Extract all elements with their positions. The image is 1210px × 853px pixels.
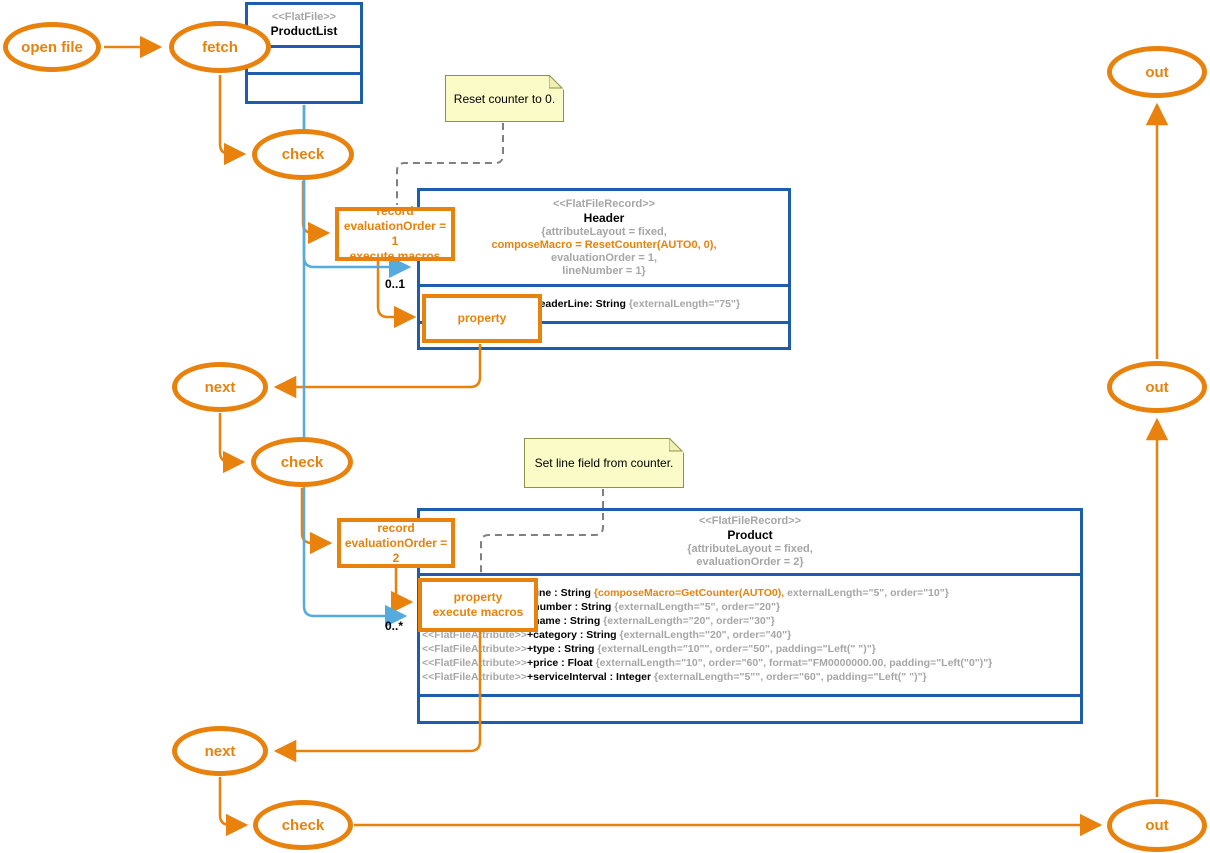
state-open-file[interactable]: open file — [3, 22, 101, 72]
state-label: open file — [21, 38, 83, 56]
state-label: out — [1145, 817, 1169, 834]
edge-note2-anchor[interactable] — [480, 489, 604, 575]
edge-record1-to-property1[interactable] — [376, 261, 417, 329]
product-stereotype: <<FlatFileRecord>> — [698, 515, 802, 527]
attribute-row: <<FlatFileAttribute>>+serviceInterval : … — [422, 671, 927, 683]
state-fetch[interactable]: fetch — [169, 21, 271, 73]
constraint-line: lineNumber = 1} — [562, 264, 646, 277]
attribute-row: <<FlatFileAttribute>>+type : String {ext… — [422, 643, 876, 655]
state-label: next — [204, 742, 236, 760]
note-set-line-field[interactable]: Set line field from counter. — [524, 438, 684, 488]
state-label: check — [280, 453, 324, 471]
edge-property1-to-next[interactable] — [273, 344, 482, 399]
constraint-line: {attributeLayout = fixed, — [541, 225, 667, 238]
activity-title: record — [376, 204, 414, 218]
activity-title: record — [377, 520, 415, 535]
activity-line: execute macros — [432, 605, 524, 619]
productlist-attributes-compartment — [248, 48, 360, 75]
productlist-title-compartment: <<FlatFile>> ProductList — [248, 5, 360, 48]
edge-property2-to-next2[interactable] — [273, 632, 482, 763]
activity-property-product[interactable]: property execute macros — [418, 578, 538, 632]
constraint-line: evaluationOrder = 1, — [550, 251, 658, 264]
edge-next-to-check2[interactable] — [218, 413, 246, 474]
activity-line: evaluationOrder = 2 — [344, 535, 448, 565]
multiplicity-product: 0..* — [385, 619, 404, 633]
edge-check-to-record1[interactable] — [301, 181, 331, 245]
note-reset-counter[interactable]: Reset counter to 0. — [445, 75, 564, 122]
attribute-row: <<FlatFileAttribute>>+category : String … — [422, 629, 792, 641]
constraint-line: {attributeLayout = fixed, — [687, 543, 813, 555]
state-label: check — [281, 816, 325, 834]
note-fold-icon — [549, 75, 564, 90]
state-check-3[interactable]: check — [253, 800, 353, 850]
edge-check2-to-record2[interactable] — [300, 488, 333, 555]
productlist-name: ProductList — [270, 24, 338, 38]
edge-record2-to-property2[interactable] — [390, 568, 414, 614]
header-stereotype: <<FlatFileRecord>> — [552, 197, 656, 210]
edge-fetch-to-check[interactable] — [218, 75, 247, 166]
header-name: Header — [583, 210, 625, 225]
state-check-2[interactable]: check — [251, 437, 353, 487]
state-out-1[interactable]: out — [1107, 46, 1207, 98]
edge-next2-to-check3[interactable] — [218, 777, 249, 837]
activity-record-header[interactable]: record evaluationOrder = 1 execute macro… — [335, 204, 455, 263]
edge-note1-anchor[interactable] — [396, 123, 504, 205]
constraint-line-composemacro: composeMacro = ResetCounter(AUTO0, 0), — [491, 238, 717, 251]
state-label: fetch — [202, 38, 238, 56]
attribute-row: <<FlatFileAttribute>>+price : Float {ext… — [422, 657, 993, 669]
productlist-stereotype: <<FlatFile>> — [271, 11, 337, 23]
note-fold-icon — [669, 438, 684, 453]
state-label: check — [281, 146, 325, 163]
activity-title: property — [457, 311, 507, 325]
activity-title: property — [453, 590, 503, 604]
header-title-compartment: <<FlatFileRecord>> Header {attributeLayo… — [420, 191, 788, 287]
state-label: out — [1145, 378, 1169, 396]
class-product[interactable]: <<FlatFileRecord>> Product {attributeLay… — [417, 508, 1083, 724]
state-out-2[interactable]: out — [1107, 361, 1207, 413]
product-name: Product — [727, 528, 773, 542]
activity-record-product[interactable]: record evaluationOrder = 2 — [337, 518, 455, 568]
constraint-line: evaluationOrder = 2} — [696, 556, 804, 568]
edge-productlist-to-product[interactable] — [302, 105, 408, 628]
state-label: out — [1145, 63, 1169, 81]
state-next-1[interactable]: next — [172, 362, 268, 412]
product-title-compartment: <<FlatFileRecord>> Product {attributeLay… — [420, 511, 1080, 576]
activity-property-header[interactable]: property — [422, 294, 542, 343]
activity-line: evaluationOrder = 1 — [343, 219, 447, 248]
state-label: next — [204, 378, 236, 396]
multiplicity-header: 0..1 — [385, 277, 406, 291]
note-text: Reset counter to 0. — [453, 91, 556, 106]
activity-line: execute macros — [349, 249, 441, 263]
note-text: Set line field from counter. — [534, 456, 674, 470]
state-next-2[interactable]: next — [172, 726, 268, 776]
state-check-1[interactable]: check — [252, 129, 354, 180]
state-out-3[interactable]: out — [1107, 799, 1207, 852]
